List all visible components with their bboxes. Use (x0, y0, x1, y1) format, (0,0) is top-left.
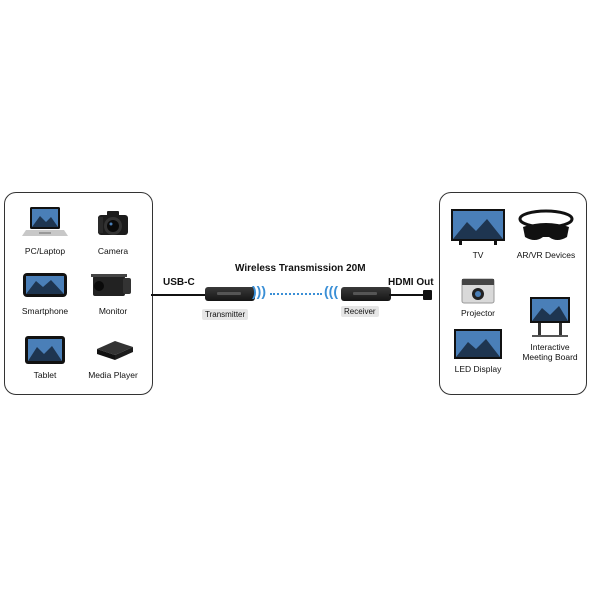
display-tv: TV (446, 207, 510, 260)
signal-wave-icon: ((( (324, 283, 338, 299)
transmitter-label: Transmitter (202, 309, 249, 320)
display-led: LED Display (446, 327, 510, 374)
source-devices-panel: PC/Laptop Camera Smartphone Monitor (4, 192, 153, 395)
vr-headset-icon (518, 209, 574, 240)
source-media-player: Media Player (81, 333, 145, 380)
signal-wave-icon: ))) (252, 283, 266, 299)
tv-icon (451, 209, 505, 245)
transmitter-unit (205, 287, 255, 301)
display-label: LED Display (454, 364, 502, 374)
hdmi-plug-icon (423, 290, 432, 300)
source-smartphone: Smartphone (13, 269, 77, 316)
left-connector-label: USB-C (163, 277, 195, 288)
display-meeting-board: Interactive Meeting Board (518, 295, 582, 362)
source-camera: Camera (81, 205, 145, 256)
hdmi-cable (389, 294, 425, 296)
source-label: PC/Laptop (24, 246, 66, 256)
tablet-icon (25, 336, 65, 364)
source-monitor: Monitor (81, 269, 145, 316)
display-label: TV (472, 250, 484, 260)
receiver-label: Receiver (341, 306, 379, 317)
source-label: Monitor (98, 306, 128, 316)
right-connector-label: HDMI Out (388, 277, 434, 288)
source-label: Tablet (33, 370, 57, 380)
display-ar-vr: AR/VR Devices (514, 207, 578, 260)
source-label: Smartphone (21, 306, 69, 316)
source-label: Media Player (88, 370, 138, 380)
media-player-icon (97, 341, 133, 360)
led-display-icon (454, 329, 502, 359)
display-label: Projector (460, 308, 495, 318)
source-tablet: Tablet (13, 333, 77, 380)
display-label: Interactive Meeting Board (518, 342, 582, 362)
usb-c-cable (151, 294, 207, 296)
source-label: Camera (97, 246, 129, 256)
smartphone-icon (23, 273, 67, 297)
display-projector: Projector (446, 277, 510, 318)
display-label-text: Interactive Meeting Board (522, 342, 578, 362)
display-label: AR/VR Devices (516, 250, 576, 260)
receiver-unit (341, 287, 391, 301)
source-pc-laptop: PC/Laptop (13, 205, 77, 256)
meeting-board-icon (530, 297, 570, 337)
security-camera-icon (91, 274, 131, 296)
laptop-icon (22, 207, 68, 236)
link-title: Wireless Transmission 20M (235, 263, 366, 274)
projector-icon (461, 278, 495, 304)
wireless-link (270, 293, 322, 295)
display-devices-panel: TV AR/VR Devices Projector Interactive M… (439, 192, 587, 395)
camera-icon (98, 211, 128, 235)
